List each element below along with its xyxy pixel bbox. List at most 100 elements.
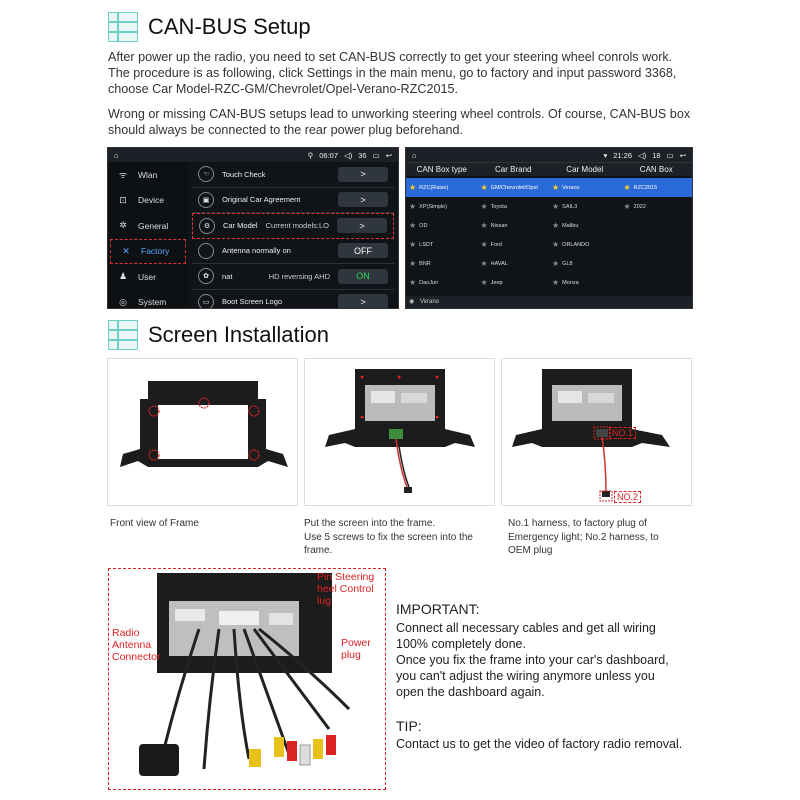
chevron-right-button[interactable]: > — [338, 166, 388, 182]
star-icon: ★ — [552, 183, 560, 192]
caption-line: frame. — [304, 545, 333, 556]
important-line: 100% completely done. — [396, 637, 526, 651]
screen-in-frame-image: ● ● ● ● ● — [304, 358, 495, 506]
caption-line: OEM plug — [508, 545, 553, 556]
status-bar: ⌂ ⚲ 06:07 ◁) 36 ▭ ↩ — [108, 148, 398, 162]
canbox-column: ★RZC(Raise)★XP(Simple)★OD★LSDT★BNR★DaoJu… — [406, 178, 478, 292]
canbox-option[interactable]: ★BNR — [406, 254, 478, 273]
label-no1: NO.1 — [609, 427, 637, 439]
canbox-option[interactable]: ★Nissan — [478, 216, 550, 235]
canbox-option-label: Monza — [562, 279, 579, 286]
row-label: Car Model — [223, 221, 258, 231]
settings-row[interactable]: Antenna normally on OFF — [192, 239, 394, 264]
canbox-option[interactable]: ★2022 — [621, 197, 693, 216]
wifi-icon: ▾ — [603, 150, 608, 160]
canbox-option[interactable]: ★SAIL3 — [549, 197, 621, 216]
window-icon: ▭ — [372, 150, 380, 160]
wiring-image: Pin Steering heel Control lug Radio Ante… — [108, 568, 386, 790]
caption-screen-into-frame: Put the screen into the frame. Use 5 scr… — [304, 517, 473, 558]
factory-icon: ✕ — [122, 245, 130, 256]
canbox-option[interactable]: ★XP(Simple) — [406, 197, 478, 216]
star-icon: ★ — [480, 278, 488, 287]
star-icon: ★ — [623, 202, 631, 211]
chevron-right-button[interactable]: > — [338, 192, 388, 208]
label-steering: Pin Steering heel Control lug — [317, 571, 374, 607]
canbox-option[interactable]: ★RZC(Raise) — [406, 178, 478, 197]
back-icon: ↩ — [679, 150, 686, 160]
canbox-option[interactable]: ★Verano — [549, 178, 621, 197]
canbox-option[interactable]: ★LSDT — [406, 235, 478, 254]
toggle-button[interactable]: ON — [338, 268, 388, 284]
canbox-option[interactable]: ★ORLANDO — [549, 235, 621, 254]
home-icon: ⌂ — [412, 150, 417, 160]
row-label: Antenna normally on — [222, 246, 291, 256]
menu-item-device[interactable]: ⊡Device — [108, 188, 188, 214]
label-no2: NO.2 — [614, 491, 642, 503]
canbox-option[interactable]: ★Ford — [478, 235, 550, 254]
star-icon: ★ — [552, 202, 560, 211]
label-line: heel Control — [317, 583, 374, 595]
canbox-column-header: Car Model — [566, 165, 604, 174]
canbox-option-label: Jeep — [490, 279, 503, 286]
frame-front-view-image — [107, 358, 298, 506]
grid-icon — [108, 320, 138, 350]
star-icon: ★ — [480, 221, 488, 230]
menu-item-label: General — [138, 220, 169, 231]
canbox-option[interactable]: ★HAVAL — [478, 254, 550, 273]
canbox-option[interactable]: ★RZC2015 — [620, 178, 692, 197]
menu-item-user[interactable]: ♟User — [108, 264, 188, 290]
settings-row[interactable]: ▣Original Car Agreement> — [192, 188, 394, 213]
star-icon: ★ — [480, 259, 488, 268]
canbox-option[interactable]: ★OD — [406, 216, 478, 235]
canbox-option[interactable]: ★Monza — [549, 273, 621, 292]
important-line: Once you fix the frame into your car's d… — [396, 653, 669, 667]
menu-item-factory[interactable]: ✕Factory — [110, 238, 186, 264]
canbox-option[interactable]: ★DaoJun — [406, 273, 478, 292]
caption-line: No.1 harness, to factory plug of — [508, 518, 647, 529]
menu-item-general[interactable]: ✲General — [108, 213, 188, 239]
canbox-option-label: LSDT — [419, 241, 434, 248]
star-icon: ★ — [480, 183, 488, 192]
chevron-right-button[interactable]: > — [338, 294, 388, 308]
canbox-option[interactable]: ★Malibu — [549, 216, 621, 235]
canbox-option[interactable]: ★Jeep — [478, 273, 550, 292]
canbox-footer: ◉ Verano — [406, 296, 692, 308]
toggle-button[interactable]: OFF — [338, 243, 388, 259]
canbox-option-label: Toyota — [490, 203, 507, 210]
canbox-option[interactable]: ★GM/Chevrolet/Opel — [477, 178, 549, 197]
star-icon: ★ — [409, 183, 417, 192]
canbox-option-label: SAIL3 — [562, 203, 578, 210]
star-icon: ★ — [552, 278, 560, 287]
row-icon: ✿ — [198, 268, 214, 285]
volume-icon: ◁) — [638, 150, 647, 160]
canbox-option[interactable]: ★GL8 — [549, 254, 621, 273]
location-icon: ⚲ — [307, 150, 314, 160]
row-value: Current models:LO — [265, 221, 329, 231]
important-heading: IMPORTANT: — [396, 601, 480, 617]
car-icon: ◉ — [409, 299, 415, 305]
home-icon: ⌂ — [114, 150, 119, 160]
label-line: Radio — [112, 627, 140, 639]
canbox-option-label: BNR — [419, 260, 431, 267]
settings-row[interactable]: ☜Touch Check> — [192, 162, 394, 188]
clock-time: 21:26 — [613, 150, 632, 160]
svg-text:●: ● — [435, 374, 439, 381]
settings-row[interactable]: ▭Boot Screen Logo> — [192, 290, 394, 308]
canbus-paragraph-2: Wrong or missing CAN-BUS setups lead to … — [108, 107, 691, 137]
status-bar: ⌂ ▾ 21:26 ◁) 18 ▭ ↩ — [406, 148, 692, 162]
star-icon: ★ — [409, 202, 417, 211]
star-icon: ★ — [409, 278, 417, 287]
device-icon: ⊡ — [119, 194, 127, 205]
row-icon: ▣ — [198, 191, 214, 208]
chevron-right-button[interactable]: > — [337, 218, 387, 234]
menu-item-system[interactable]: ◎System — [108, 290, 188, 309]
important-text: Connect all necessary cables and get all… — [396, 620, 669, 700]
canbus-paragraph-1: After power up the radio, you need to se… — [108, 50, 677, 96]
canbox-option[interactable]: ★Toyota — [478, 197, 550, 216]
canbox-option-label: DaoJun — [419, 279, 439, 286]
caption-harness: No.1 harness, to factory plug of Emergen… — [508, 517, 659, 558]
